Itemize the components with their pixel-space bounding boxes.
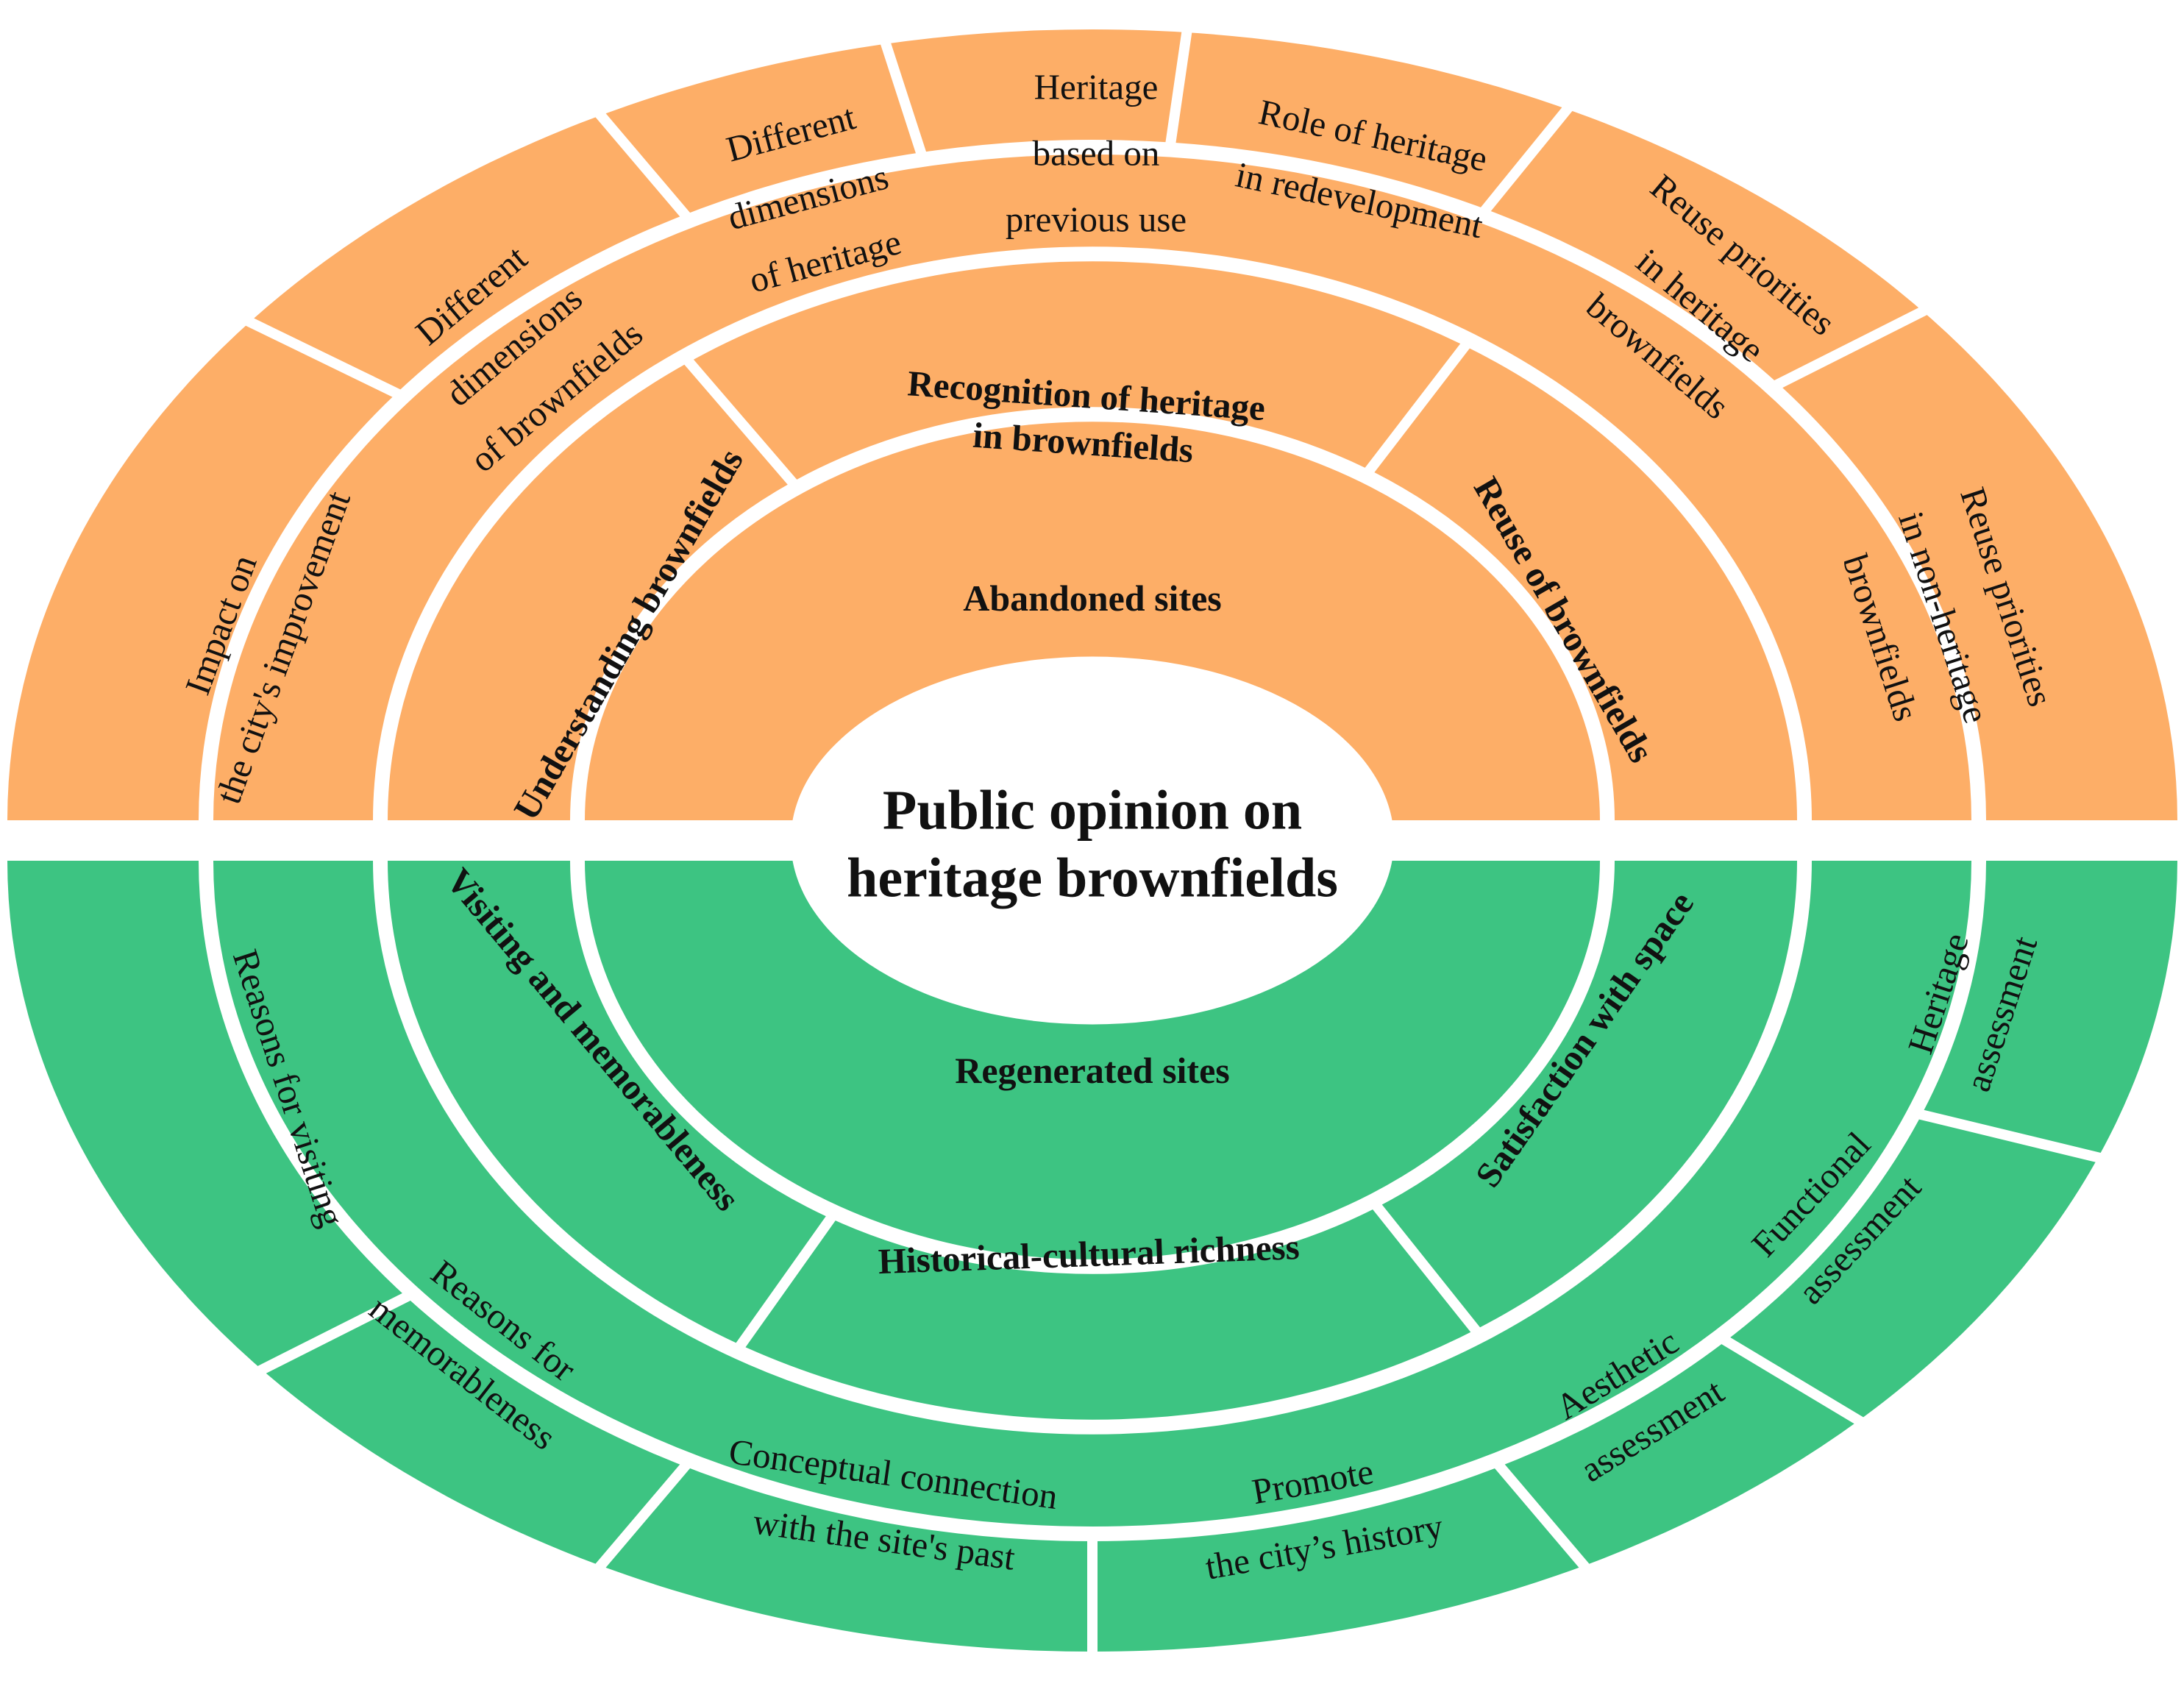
- inner-top-label-line-0: Abandoned sites: [963, 577, 1222, 619]
- bottom-half-fill: [7, 861, 2177, 1652]
- outer-top-label-3-line-2: previous use: [1006, 199, 1187, 240]
- top-outer-separator-3: [1164, 28, 1192, 151]
- top-middle-separator-0: [680, 352, 801, 491]
- top-ring-separator-2: [570, 407, 1615, 821]
- center-title-line-0: Public opinion on: [883, 779, 1302, 841]
- center-ellipse-group: [791, 656, 1394, 1025]
- bottom-outer-separator-3: [1490, 1457, 1591, 1572]
- top-outer-separator-2: [879, 38, 928, 161]
- top-middle-separator-1: [1361, 336, 1474, 480]
- center-ellipse: [791, 656, 1394, 1025]
- top-outer-separator-0: [243, 316, 406, 402]
- bottom-ring-separator-0: [199, 860, 1986, 1541]
- bottom-middle-separator-0: [732, 1209, 839, 1354]
- top-ring-separator-0: [199, 140, 1986, 821]
- bottom-outer-separator-0: [256, 1288, 416, 1376]
- top-outer-separator-1: [594, 109, 694, 224]
- bottom-ring-separator-2: [570, 860, 1615, 1274]
- inner-bottom-label-line-0: Regenerated sites: [955, 1050, 1230, 1091]
- top-outer-separator-4: [1476, 102, 1574, 219]
- bottom-outer-separator-1: [594, 1457, 694, 1572]
- center-title-line-1: heritage brownfields: [847, 847, 1338, 909]
- outer-top-label-3-line-1: based on: [1033, 133, 1160, 174]
- ring-segments: [7, 29, 2177, 1652]
- top-half-fill: [7, 29, 2177, 820]
- bottom-outer-separator-5: [1913, 1107, 2103, 1164]
- outer-top-label-3: Heritage based on previous use: [1006, 67, 1187, 240]
- inner-top-label: Abandoned sites: [963, 577, 1222, 619]
- top-ring-separator-1: [373, 246, 1812, 821]
- bottom-middle-separator-1: [1368, 1198, 1484, 1340]
- inner-bottom-label: Regenerated sites: [955, 1050, 1230, 1091]
- bottom-ring-separator-1: [373, 860, 1812, 1435]
- outer-top-label-3-line-0: Heritage: [1034, 67, 1159, 107]
- bottom-outer-separator-4: [1716, 1332, 1865, 1427]
- top-outer-separator-5: [1768, 305, 1929, 393]
